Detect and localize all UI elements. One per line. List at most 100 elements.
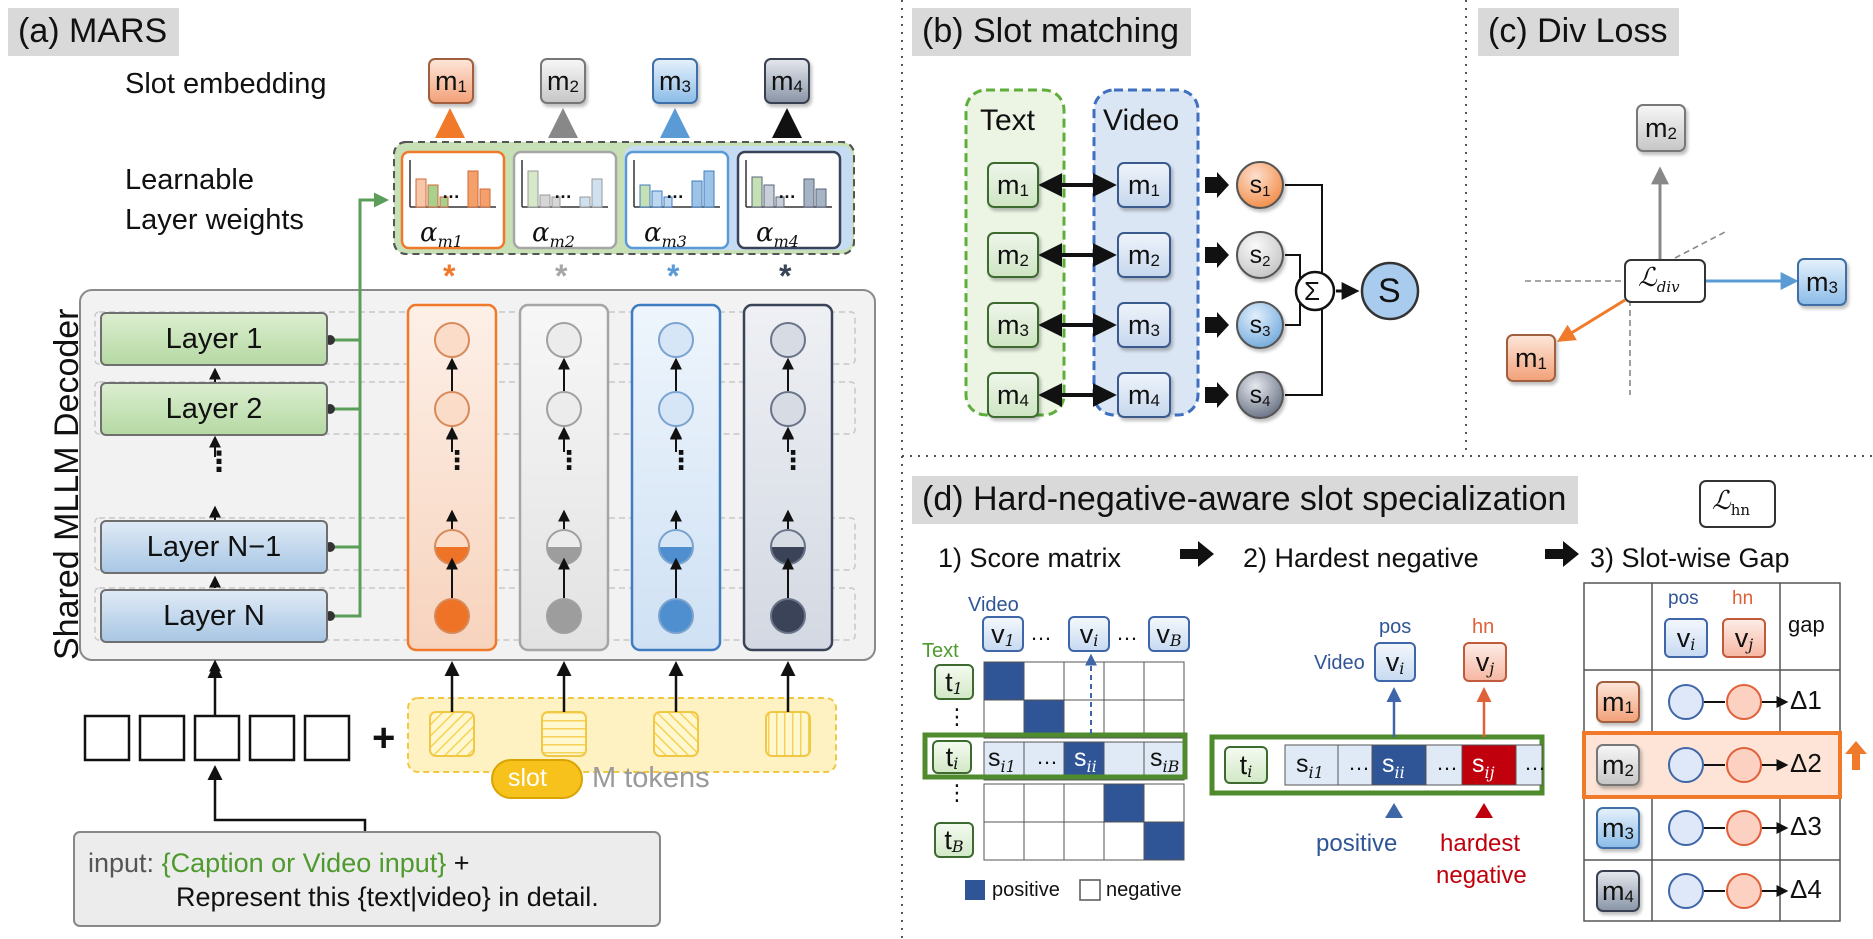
weight-bar [415, 178, 427, 208]
bar-dots-2: … [554, 182, 572, 202]
weight-bar [527, 170, 539, 208]
slot-node [546, 529, 582, 565]
decoder-label: Shared MLLM Decoder [48, 308, 86, 660]
weight-bar [663, 196, 673, 208]
slot-node [546, 322, 582, 358]
col-dots-2: ⋮ [556, 445, 582, 475]
legend-positive: positive [992, 879, 1060, 901]
positive-cell [1103, 783, 1145, 823]
div-loss-symbol: ℒdiv [1638, 263, 1680, 297]
step-2-label: 2) Hardest negative [1243, 543, 1479, 573]
delta-2: Δ2 [1790, 748, 1822, 778]
positive-cell [1143, 821, 1185, 861]
cell-sii: sii [1074, 744, 1097, 776]
row-dots-1: … [1348, 750, 1370, 775]
col-dots-3: ⋮ [668, 445, 694, 475]
video-label-2: Video [1314, 652, 1365, 674]
positive-label: positive [1316, 830, 1398, 857]
hn-circle [1726, 747, 1762, 783]
alpha-m2: αm2 [532, 218, 575, 252]
input-box: input: {Caption or Video input} + Repres… [88, 846, 599, 914]
weight-bar [439, 196, 449, 208]
negative-cell [1023, 741, 1065, 781]
weight-bar [703, 170, 715, 208]
legend-negative: negative [1106, 879, 1182, 901]
layer-n: Layer N [100, 589, 328, 643]
matrix-text-label: Text [922, 640, 959, 662]
layer-1: Layer 1 [100, 312, 328, 366]
bar-dots-3: … [666, 182, 684, 202]
sigma-sum: Σ [1304, 276, 1321, 306]
text-column-label: Text [980, 104, 1036, 137]
negative-cell [1143, 699, 1185, 739]
weight-bar [427, 184, 439, 208]
negative-cell [1063, 821, 1105, 861]
layer-weights-label: Layer weights [125, 204, 304, 236]
cell-dots: … [1036, 744, 1058, 769]
negative-cell [1143, 661, 1185, 701]
matrix-video-label: Video [968, 594, 1019, 616]
panel-a-title: (a) MARS [8, 8, 180, 56]
hardest-label: hardest [1440, 830, 1521, 857]
slot-node [434, 529, 470, 565]
slot-node [770, 322, 806, 358]
negative-cell [1063, 783, 1105, 823]
slot-node [434, 598, 470, 634]
slot-node [770, 391, 806, 427]
input-instruction: Represent this {text|video} in detail. [176, 882, 599, 912]
hn-loss-symbol: ℒhn [1712, 486, 1751, 520]
negative-cell [1103, 699, 1145, 739]
hn-circle [1726, 873, 1762, 909]
negative-cell [1023, 821, 1065, 861]
delta-3: Δ3 [1790, 811, 1822, 841]
negative-cell [1103, 741, 1145, 781]
row-score-cell [1515, 744, 1543, 786]
negative-cell [1023, 783, 1065, 823]
weight-bar [591, 178, 603, 208]
negative-cell [983, 741, 1025, 781]
weight-bar [479, 188, 491, 208]
input-variable: {Caption or Video input} [161, 848, 447, 878]
weight-bar [651, 190, 663, 208]
gap-header: gap [1788, 612, 1825, 637]
cell-si1: si1 [988, 744, 1016, 776]
slot-node [658, 391, 694, 427]
positive-cell [1063, 741, 1105, 781]
bar-dots-1: … [442, 182, 460, 202]
negative-cell [1103, 821, 1145, 861]
row-sii: sii [1382, 750, 1405, 782]
pos-circle [1668, 810, 1704, 846]
weight-bar [763, 184, 775, 208]
bar-dots-4: … [778, 182, 796, 202]
panel-c-title: (c) Div Loss [1478, 8, 1680, 56]
step-3-label: 3) Slot-wise Gap [1590, 543, 1790, 573]
alpha-m1: αm1 [420, 218, 463, 252]
layer-dots: ⋮ [205, 446, 233, 477]
asterisk-m3: * [667, 258, 680, 294]
weight-bar [815, 188, 827, 208]
gap-hn-label: hn [1732, 588, 1754, 609]
asterisk-m1: * [443, 258, 456, 294]
weight-bar [539, 194, 551, 208]
